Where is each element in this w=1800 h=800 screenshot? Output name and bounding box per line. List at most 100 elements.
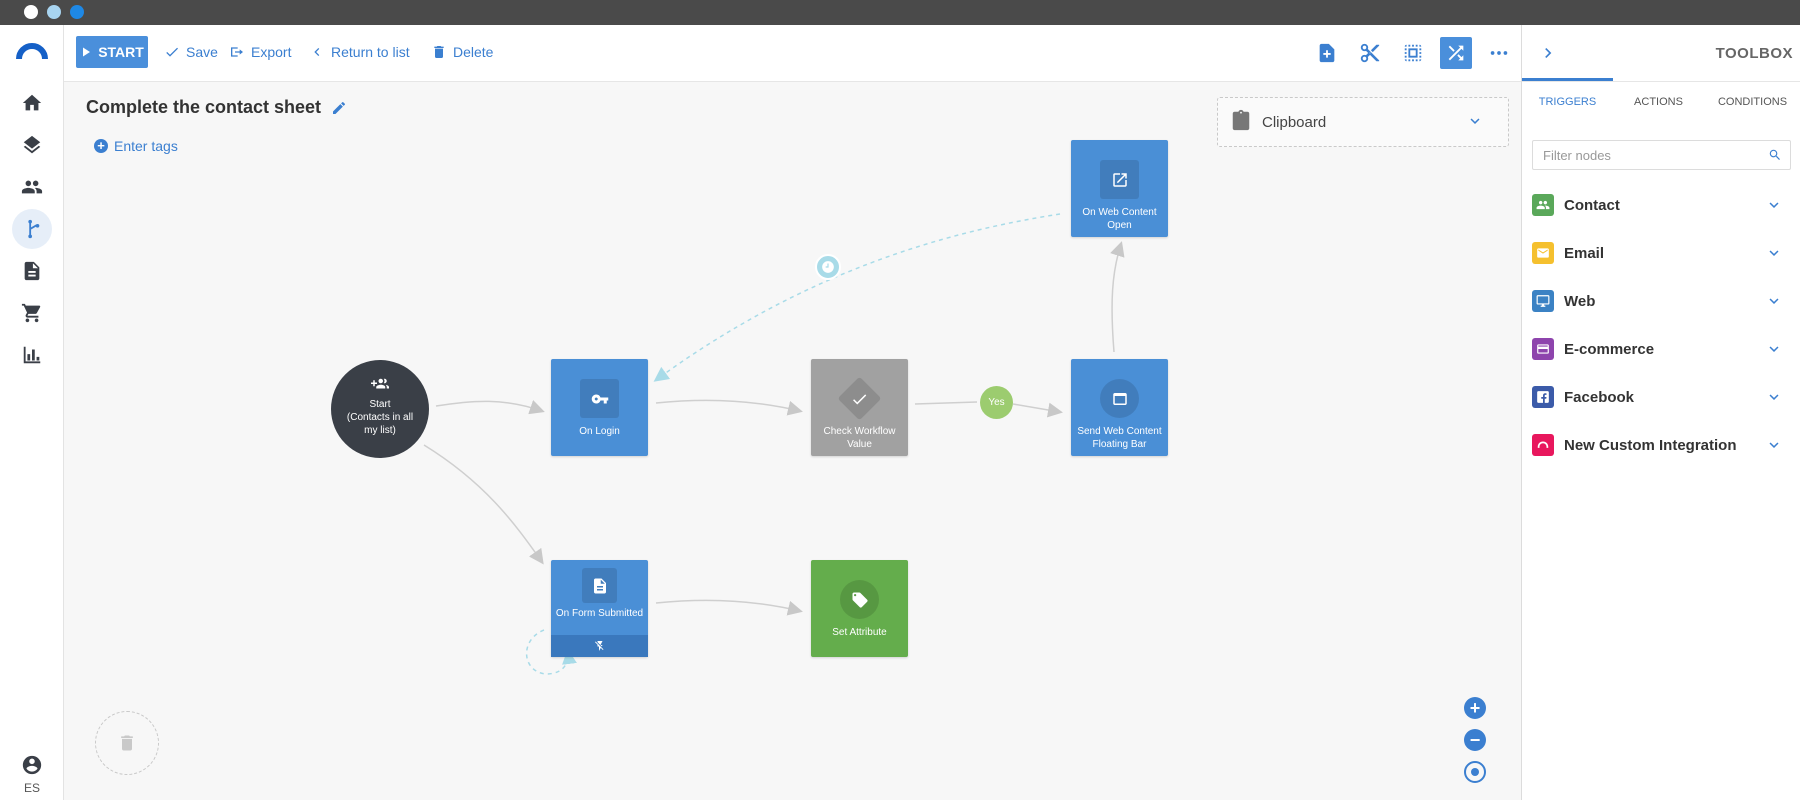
nav-campaigns[interactable]	[12, 125, 52, 165]
email-icon	[1532, 242, 1554, 264]
edge-login-to-check	[655, 399, 803, 416]
category-label: Facebook	[1564, 388, 1635, 406]
send-web-content-node[interactable]: Send Web Content Floating Bar	[1071, 359, 1168, 456]
center-view-button[interactable]	[1464, 761, 1486, 783]
chevron-left-icon	[314, 48, 320, 56]
return-to-list-button[interactable]: Return to list	[309, 36, 410, 68]
filter-nodes-input[interactable]	[1533, 141, 1758, 169]
save-button[interactable]: Save	[164, 36, 218, 68]
window-maximize-dot[interactable]	[70, 5, 84, 19]
on-web-content-open-node[interactable]: On Web Content Open	[1071, 140, 1168, 237]
flash-off-icon[interactable]	[594, 640, 606, 652]
clipboard-panel[interactable]: Clipboard	[1217, 97, 1509, 147]
category-email[interactable]: Email	[1532, 238, 1791, 268]
start-node-label: Start (Contacts in all my list)	[346, 399, 414, 436]
enter-tags-button[interactable]: + Enter tags	[94, 138, 178, 154]
left-navigation: ES	[0, 25, 64, 800]
check-workflow-node[interactable]: Check Workflow Value	[811, 359, 908, 456]
toolbox-title: TOOLBOX	[1715, 45, 1793, 62]
select-area-button[interactable]	[1397, 37, 1429, 69]
start-button[interactable]: START	[76, 36, 148, 68]
export-button[interactable]: Export	[229, 36, 291, 68]
node-footer	[551, 635, 648, 657]
cut-button[interactable]	[1354, 37, 1386, 69]
category-label: E-commerce	[1564, 340, 1655, 358]
on-login-node[interactable]: On Login	[551, 359, 648, 456]
yes-branch-badge[interactable]: Yes	[980, 386, 1013, 419]
chevron-down-icon[interactable]	[1765, 196, 1783, 219]
category-label: Web	[1564, 292, 1596, 310]
nav-contacts[interactable]	[12, 167, 52, 207]
chevron-down-icon[interactable]	[1765, 244, 1783, 267]
start-button-label: START	[98, 44, 144, 60]
category-label: New Custom Integration	[1564, 436, 1737, 454]
category-ecommerce[interactable]: E-commerce	[1532, 334, 1791, 364]
filter-nodes-field[interactable]	[1532, 140, 1791, 170]
workflow-canvas[interactable]: Complete the contact sheet + Enter tags …	[64, 82, 1521, 800]
edge-start-to-login	[435, 400, 545, 415]
export-label: Export	[251, 44, 292, 60]
zoom-in-button[interactable]: +	[1464, 697, 1486, 719]
delete-drop-zone[interactable]	[95, 711, 159, 775]
more-options-button[interactable]	[1483, 37, 1515, 69]
workflow-title: Complete the contact sheet	[86, 97, 347, 118]
web-icon	[1532, 290, 1554, 312]
start-node[interactable]: Start (Contacts in all my list)	[331, 360, 429, 458]
facebook-icon	[1532, 386, 1554, 408]
app-logo[interactable]	[16, 43, 48, 59]
window-minimize-dot[interactable]	[47, 5, 61, 19]
add-node-button[interactable]	[1311, 37, 1343, 69]
user-account[interactable]	[12, 752, 52, 778]
nav-forms[interactable]	[12, 251, 52, 291]
chevron-down-icon[interactable]	[1765, 436, 1783, 459]
on-login-label: On Login	[579, 426, 620, 437]
chevron-down-icon[interactable]	[1765, 340, 1783, 363]
auto-layout-button[interactable]	[1440, 37, 1472, 69]
ecommerce-icon	[1532, 338, 1554, 360]
on-web-content-open-label: On Web Content Open	[1082, 207, 1157, 231]
chevron-down-icon[interactable]	[1466, 112, 1484, 134]
check-workflow-label: Check Workflow Value	[823, 426, 896, 450]
custom-integration-icon	[1532, 434, 1554, 456]
send-web-content-label: Send Web Content Floating Bar	[1077, 426, 1162, 450]
nav-automation[interactable]	[12, 209, 52, 249]
workflow-toolbar: START Save Export Return to list Delete	[64, 25, 1521, 82]
language-label[interactable]: ES	[23, 781, 40, 795]
zoom-out-button[interactable]: −	[1464, 729, 1486, 751]
browser-window-icon	[1100, 379, 1139, 418]
nav-home[interactable]	[12, 83, 52, 123]
edit-pencil-icon[interactable]	[331, 100, 347, 116]
tab-triggers[interactable]: TRIGGERS	[1538, 96, 1597, 108]
window-title-bar	[0, 0, 1800, 25]
enter-tags-label: Enter tags	[114, 138, 178, 154]
chevron-down-icon[interactable]	[1765, 388, 1783, 411]
nav-ecommerce[interactable]	[12, 293, 52, 333]
search-icon[interactable]	[1768, 148, 1782, 162]
collapse-toolbox-button[interactable]	[1538, 43, 1558, 68]
category-web[interactable]: Web	[1532, 286, 1791, 316]
tab-actions[interactable]: ACTIONS	[1634, 96, 1683, 108]
workflow-connections	[423, 213, 1125, 675]
delete-button[interactable]: Delete	[431, 36, 493, 68]
nav-reports[interactable]	[12, 335, 52, 375]
add-file-icon	[1319, 43, 1335, 63]
delete-label: Delete	[453, 44, 494, 60]
workflow-title-text: Complete the contact sheet	[86, 97, 322, 117]
workflow-icon	[28, 219, 40, 239]
chevron-down-icon[interactable]	[1765, 292, 1783, 315]
on-form-submitted-node[interactable]: On Form Submitted	[551, 560, 648, 657]
select-all-icon	[1404, 44, 1422, 62]
plus-circle-icon: +	[94, 139, 108, 153]
tab-conditions[interactable]: CONDITIONS	[1717, 96, 1788, 108]
cart-icon	[21, 303, 41, 323]
export-icon	[231, 47, 243, 57]
contacts-icon	[21, 180, 43, 194]
category-contact[interactable]: Contact	[1532, 190, 1791, 220]
set-attribute-node[interactable]: Set Attribute	[811, 560, 908, 657]
category-label: Contact	[1564, 196, 1620, 214]
edge-webopen-to-login	[653, 213, 1061, 382]
timer-delay-badge[interactable]	[815, 254, 841, 280]
category-new-custom-integration[interactable]: New Custom Integration	[1532, 430, 1791, 460]
window-close-dot[interactable]	[24, 5, 38, 19]
category-facebook[interactable]: Facebook	[1532, 382, 1791, 412]
